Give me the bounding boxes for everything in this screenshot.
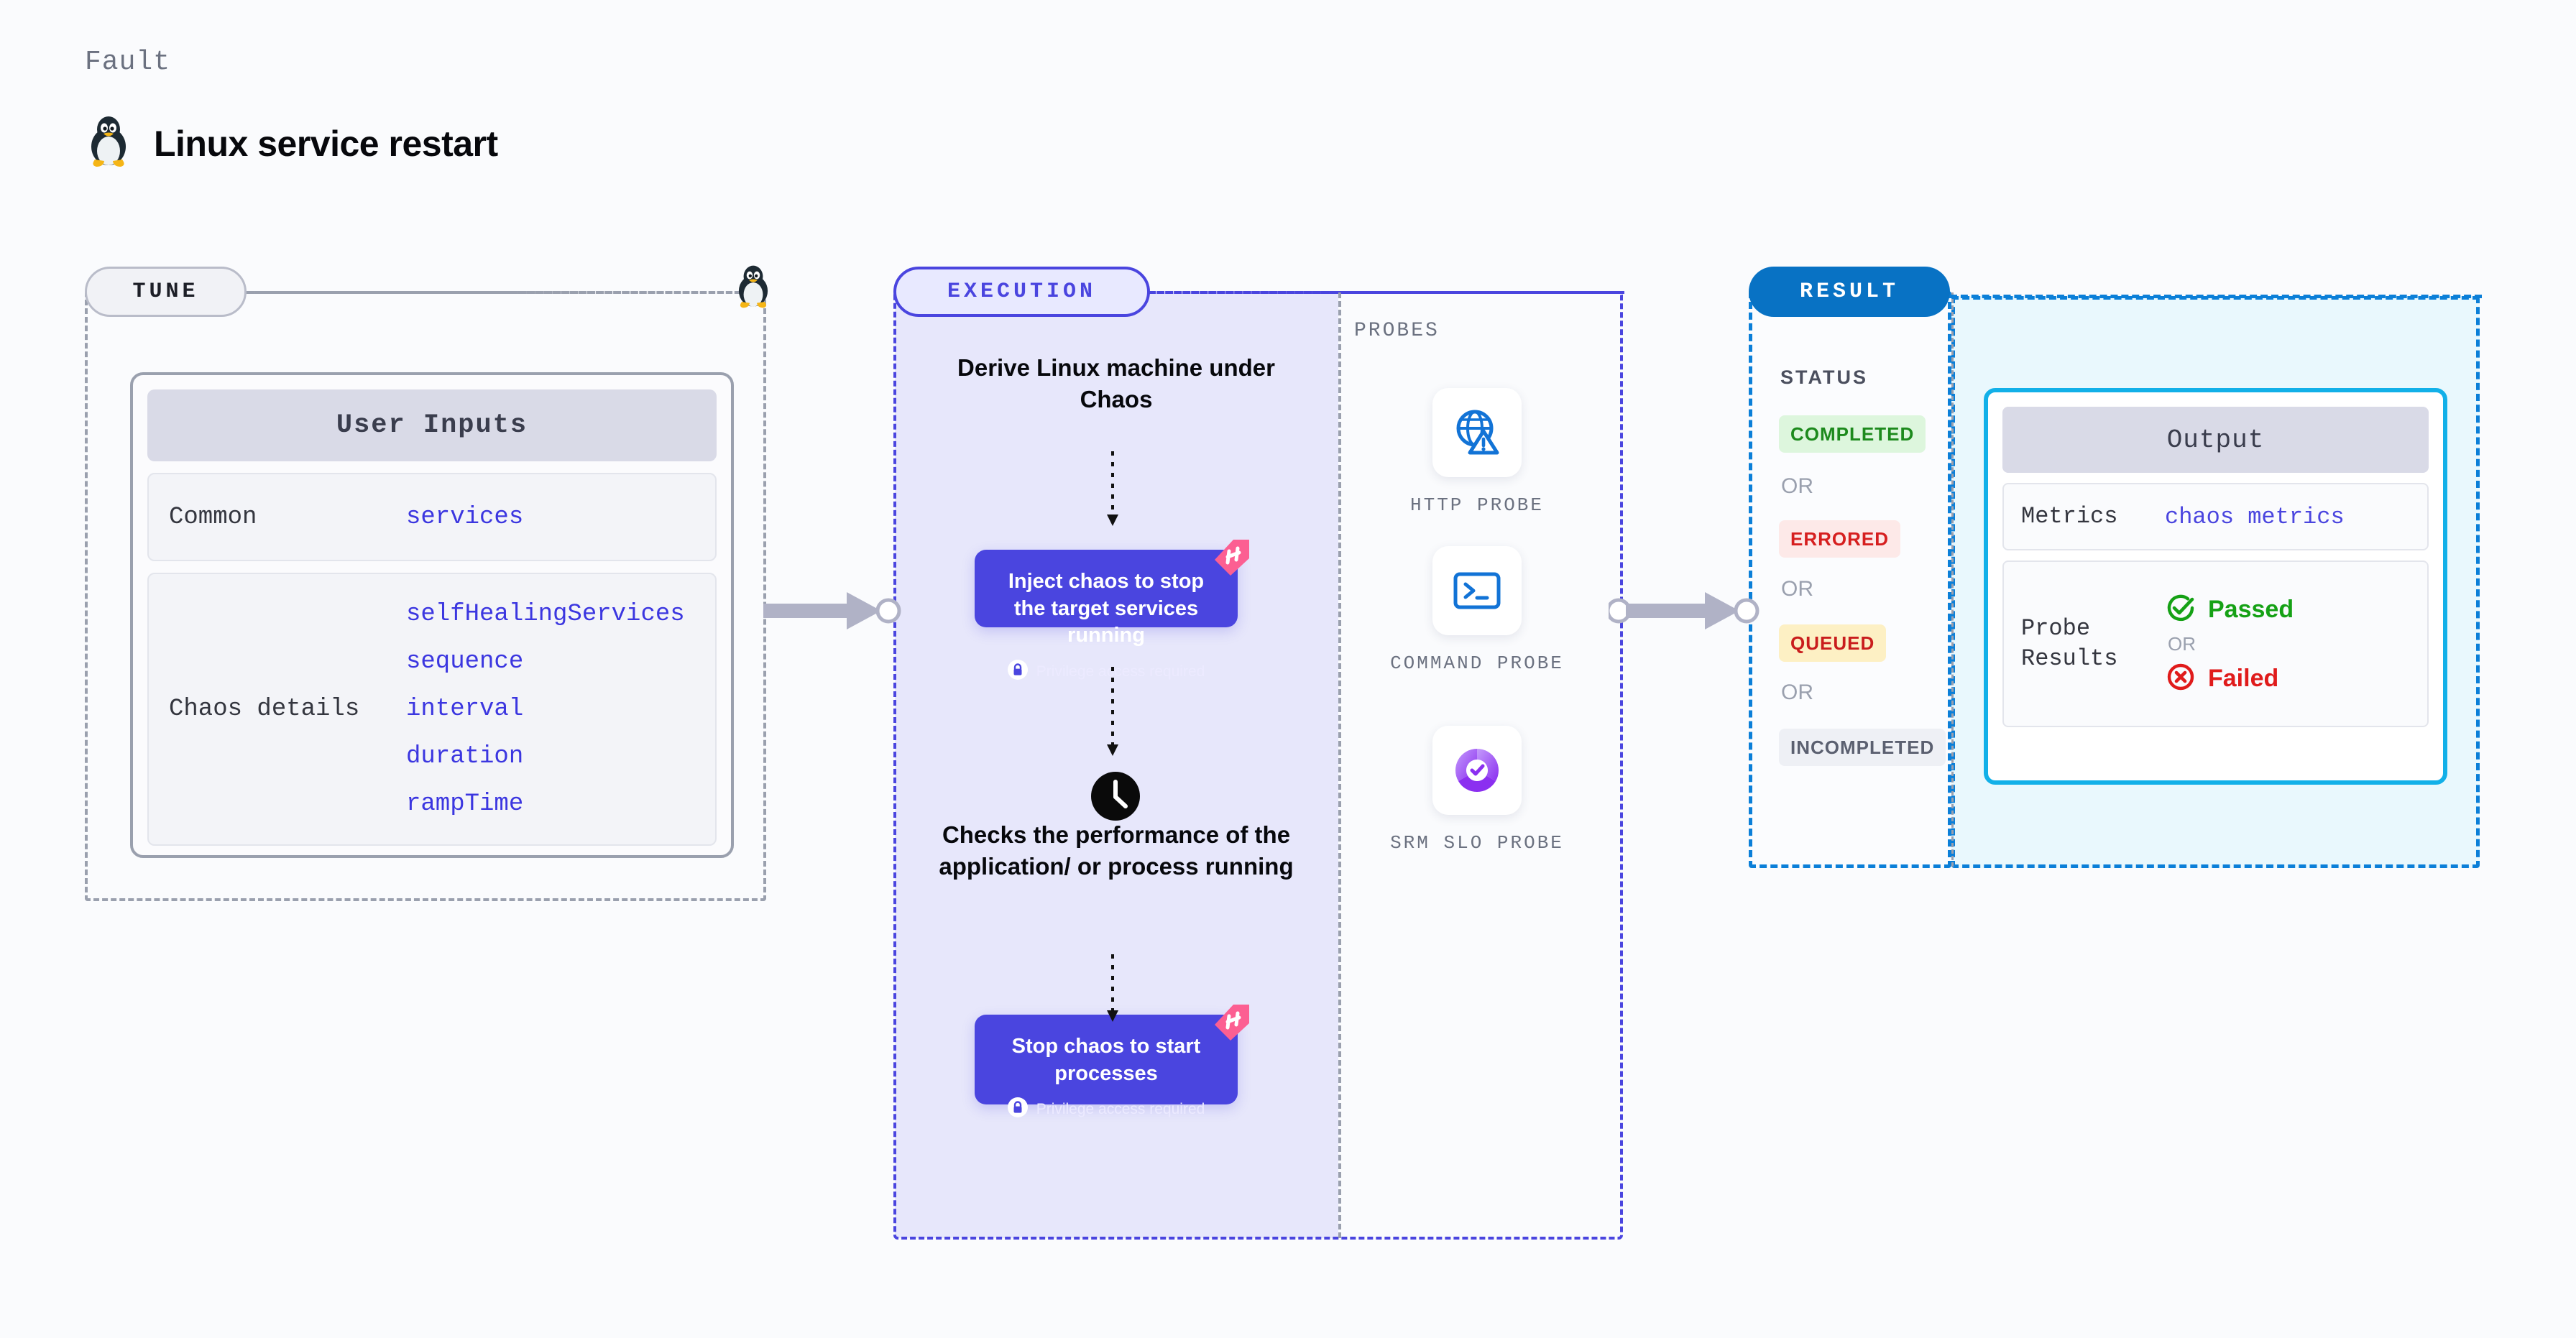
status-badge-completed: COMPLETED [1779,415,1926,453]
harness-ribbon-icon [1212,537,1252,581]
tune-section-badge[interactable]: TUNE [85,267,247,317]
flow-arrow-down-icon [1105,451,1121,534]
probe-result-passed: Passed [2165,592,2294,627]
row-value[interactable]: sequence [406,648,524,675]
status-label: STATUS [1780,366,1868,388]
chaos-step-stop-card[interactable]: Stop chaos to start processes Privilege … [975,1005,1249,1118]
user-inputs-card: User Inputs Common services Chaos detail… [130,372,734,858]
row-key: Probe Results [2021,615,2118,672]
output-card-title: Output [2002,407,2429,473]
globe-warning-icon [1432,388,1522,477]
clock-icon [1090,770,1141,826]
privilege-note-text: Privilege access required [1036,663,1205,680]
result-top-dash [1950,295,2482,298]
result-status-region [1749,291,1951,868]
status-separator: OR [1781,680,1813,704]
privilege-note-text: Privilege access required [1036,1101,1205,1118]
chaos-step-inject-card[interactable]: Inject chaos to stop the target services… [975,540,1249,680]
tune-to-execution-arrow [760,575,904,650]
execution-section-badge[interactable]: EXECUTION [893,267,1150,317]
x-circle-icon [2165,661,2196,696]
tune-top-dash [247,291,741,294]
output-row-metrics: Metrics chaos metrics [2002,483,2429,550]
user-inputs-title: User Inputs [147,389,717,461]
privilege-note: Privilege access required [990,1097,1222,1122]
row-value[interactable]: services [406,503,524,531]
flow-arrow-down-icon [1105,667,1121,764]
result-status-divider [1951,292,1954,867]
user-input-row-common: Common services [147,473,717,561]
row-value[interactable]: selfHealingServices [406,601,685,628]
privilege-note: Privilege access required [990,660,1222,684]
probe-result-failed-label: Failed [2208,664,2279,692]
execution-check-text: Checks the performance of the applicatio… [939,821,1294,880]
terminal-icon [1432,546,1522,635]
eyebrow-label: Fault [85,47,171,78]
check-circle-icon [2165,592,2196,627]
output-row-probe-results: Probe Results Passed OR [2002,560,2429,727]
execution-to-result-arrow [1606,575,1760,650]
tux-penguin-icon [86,115,131,172]
probe-label: COMMAND PROBE [1390,652,1564,674]
probe-command[interactable]: COMMAND PROBE [1387,546,1567,676]
probe-result-separator: OR [2168,632,2196,655]
user-input-row-chaos-details: Chaos details selfHealingServices sequen… [147,573,717,846]
execution-flow-title: Derive Linux machine under Chaos [957,354,1275,412]
status-separator: OR [1781,577,1813,601]
slo-donut-check-icon [1432,726,1522,815]
status-badge-incompleted: INCOMPLETED [1779,729,1946,766]
status-badge-queued: QUEUED [1779,624,1887,662]
lock-icon [1007,660,1028,684]
chaos-step-title: Inject chaos to stop the target services… [1008,570,1205,647]
page-title: Linux service restart [86,115,498,172]
probe-result-failed: Failed [2165,661,2294,696]
probe-srm-slo[interactable]: SRM SLO PROBE [1387,726,1567,856]
row-value[interactable]: duration [406,743,524,770]
row-key: Metrics [2021,503,2118,530]
probe-label: SRM SLO PROBE [1390,832,1564,854]
row-value[interactable]: chaos metrics [2165,503,2345,530]
result-section-badge[interactable]: RESULT [1749,267,1950,317]
harness-ribbon-icon [1212,1002,1252,1046]
row-key: Common [169,503,257,531]
flow-arrow-down-icon [1105,954,1121,1030]
probe-http[interactable]: HTTP PROBE [1387,388,1567,518]
probe-label: HTTP PROBE [1409,494,1545,516]
output-card: Output Metrics chaos metrics Probe Resul… [1984,388,2447,785]
execution-top-dash [1150,291,1624,294]
status-separator: OR [1781,474,1813,498]
probes-label: PROBES [1354,320,1440,342]
probe-result-passed-label: Passed [2208,595,2294,623]
lock-icon [1007,1097,1028,1122]
probes-divider [1338,292,1341,1238]
tux-penguin-icon [735,264,772,313]
row-value[interactable]: interval [406,696,524,723]
row-value[interactable]: rampTime [406,790,524,818]
row-key: Chaos details [169,696,360,723]
status-badge-errored: ERRORED [1779,520,1901,558]
chaos-step-title: Stop chaos to start processes [1011,1035,1201,1085]
page-title-text: Linux service restart [154,123,498,164]
